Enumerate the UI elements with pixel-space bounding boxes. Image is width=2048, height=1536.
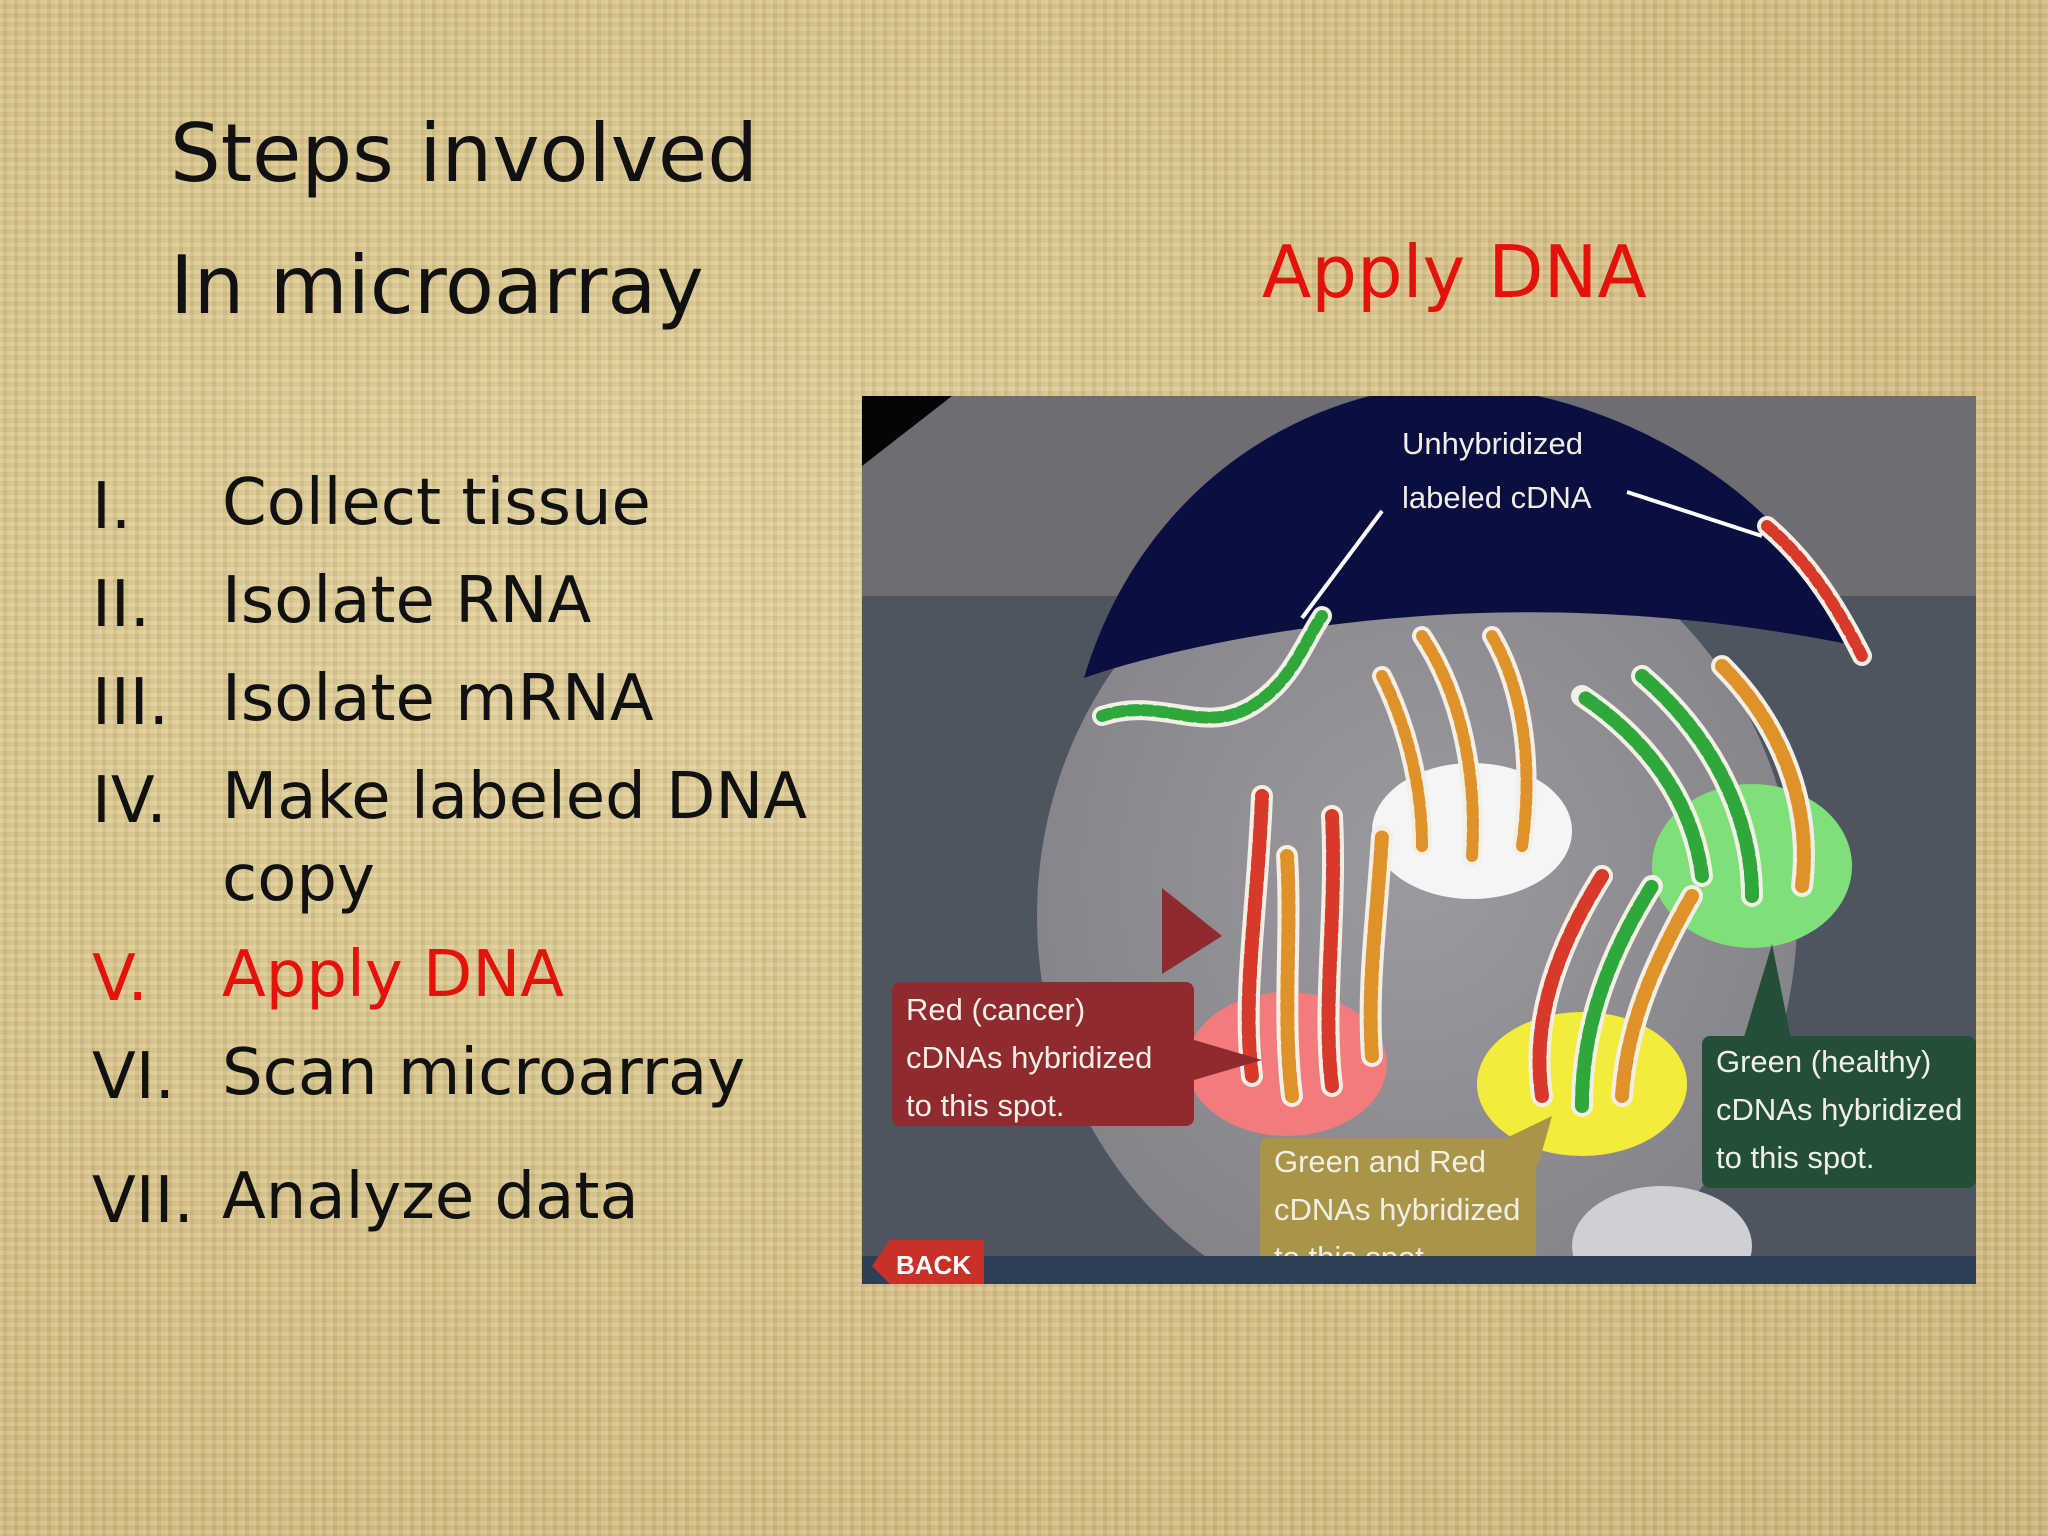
cdna-strands [1092,516,1872,1117]
red-callout-line-1: Red (cancer) [906,992,1085,1027]
step-number: III. [92,666,169,740]
step-number: II. [92,568,151,642]
microarray-hybridization-figure: Unhybridized labeled cDNA Red (cancer) c… [862,396,1976,1284]
red-callout-box [892,982,1194,1126]
pointer-line-left [1300,509,1384,620]
pointer-line-right [1626,490,1763,538]
back-button[interactable]: BACK [872,1240,984,1284]
green-callout-box [1702,1036,1976,1188]
step-number: VI. [92,1040,175,1114]
step-text: Isolate RNA [222,564,592,638]
step-number: I. [92,470,132,544]
red-callout-line-3: to this spot. [906,1088,1065,1123]
unhybridized-label-line-2: labeled cDNA [1402,480,1592,515]
mixed-callout-line-2: cDNAs hybridized [1274,1192,1520,1227]
red-callout-line-2: cDNAs hybridized [906,1040,1152,1075]
mixed-callout-box [1260,1138,1536,1284]
step-text: Collect tissue [222,466,651,540]
step-subheading: Apply DNA [1262,230,1647,314]
slide-title-line-1: Steps involved [170,107,759,200]
step-text: Apply DNA [222,938,564,1012]
green-callout-line-1: Green (healthy) [1716,1044,1931,1079]
corner-shadow [862,396,952,466]
step-number: V. [92,942,148,1016]
unhybridized-zone [1084,396,1857,678]
figure-canvas: Unhybridized labeled cDNA Red (cancer) c… [862,396,1976,1284]
step-text-continued: copy [222,842,375,916]
green-callout: Green (healthy) cDNAs hybridized to this… [1702,944,1976,1188]
red-callout: Red (cancer) cDNAs hybridized to this sp… [892,888,1262,1126]
green-callout-line-3: to this spot. [1716,1140,1875,1175]
mixed-callout-line-1: Green and Red [1274,1144,1486,1179]
step-number: IV. [92,764,167,838]
slide-title: Steps involved In microarray [170,88,758,352]
back-button-label: BACK [896,1250,971,1280]
slide-title-line-2: In microarray [170,239,704,332]
step-text: Isolate mRNA [222,662,654,736]
figure-bottom-strip [862,1256,1976,1284]
step-text: Scan microarray [222,1036,746,1110]
step-text: Analyze data [222,1160,639,1234]
step-text: Make labeled DNA [222,760,807,834]
step-number: VII. [92,1164,194,1238]
green-callout-line-2: cDNAs hybridized [1716,1092,1962,1127]
unhybridized-label-line-1: Unhybridized [1402,426,1583,461]
